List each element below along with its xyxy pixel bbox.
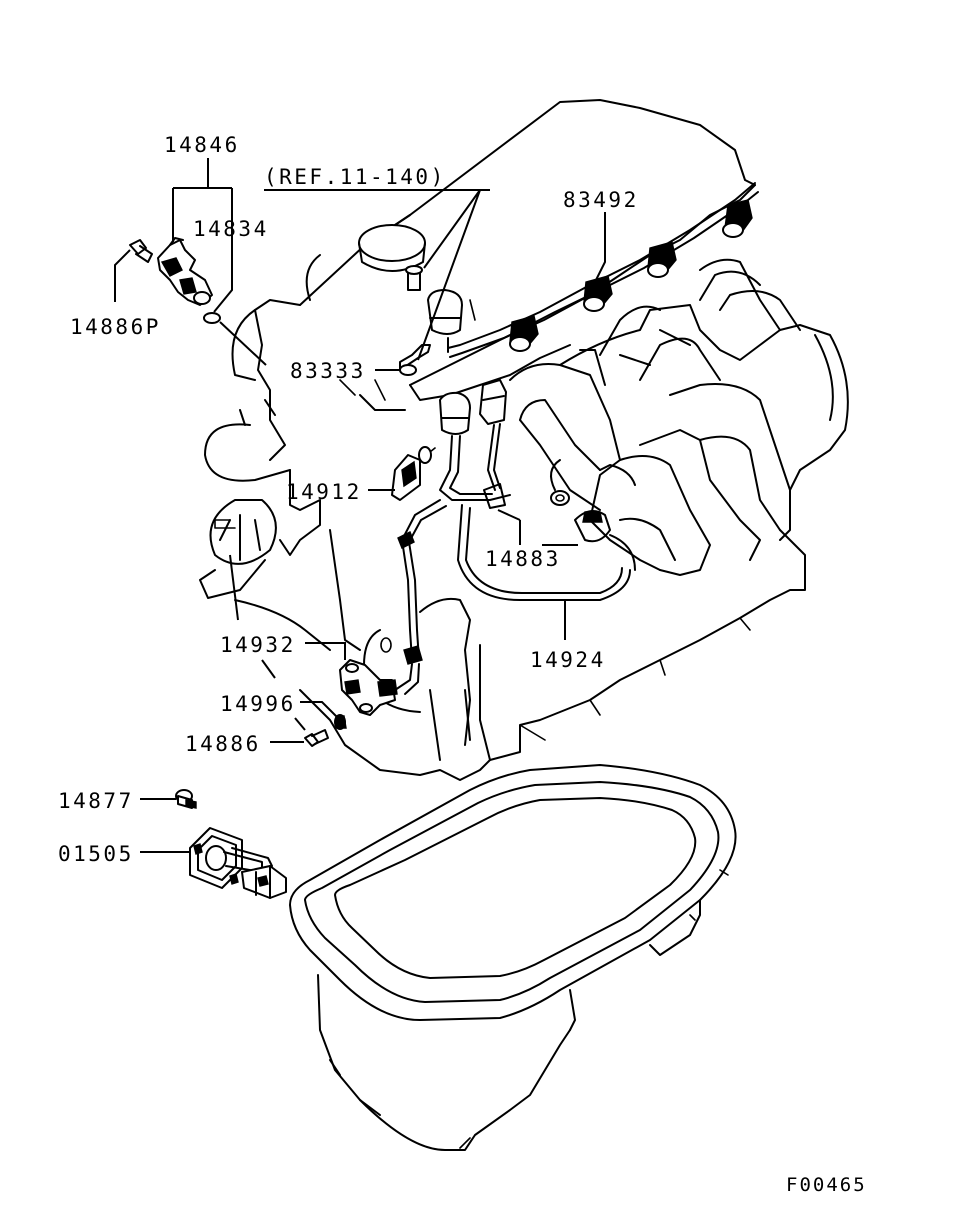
harness-end-connector (427, 289, 463, 335)
label-83492: 83492 (563, 188, 639, 212)
oil-pan-drawing (289, 764, 737, 1151)
oil-filler-cap (358, 224, 426, 262)
bolt-14877 (175, 789, 197, 809)
label-14883: 14883 (485, 547, 561, 571)
sensor-harness-14883 (391, 379, 636, 695)
crank-sensor-14932 (339, 637, 398, 716)
o-ring-14834 (203, 312, 221, 324)
bolt-14886p (129, 239, 153, 263)
label-14846: 14846 (164, 133, 240, 157)
label-14834: 14834 (193, 217, 269, 241)
label-14932: 14932 (220, 633, 296, 657)
coil-connector (509, 315, 539, 352)
coil-connector (647, 241, 677, 278)
label-14912: 14912 (286, 480, 362, 504)
leader-lines (114, 158, 606, 853)
bolt-14886 (304, 729, 329, 747)
cam-sensor-14846 (157, 237, 213, 306)
figure-code: F00465 (786, 1174, 867, 1196)
label-14877: 14877 (58, 789, 134, 813)
coil-connector (722, 199, 753, 238)
coil-connector (583, 275, 613, 312)
engine-block-drawing (199, 99, 806, 781)
label-14886: 14886 (185, 732, 261, 756)
bracket-83333 (399, 344, 431, 376)
oil-level-sensor-01505 (189, 827, 287, 899)
intake-manifold-drawing (509, 258, 849, 576)
label-ref-11-140: (REF.11-140) (264, 165, 446, 189)
ignition-harness-83492 (405, 182, 759, 358)
label-14886p: 14886P (70, 315, 161, 339)
label-01505: 01505 (58, 842, 134, 866)
label-14996: 14996 (220, 692, 296, 716)
spacer-14996 (334, 714, 347, 730)
label-14924: 14924 (530, 648, 606, 672)
label-83333: 83333 (290, 359, 366, 383)
